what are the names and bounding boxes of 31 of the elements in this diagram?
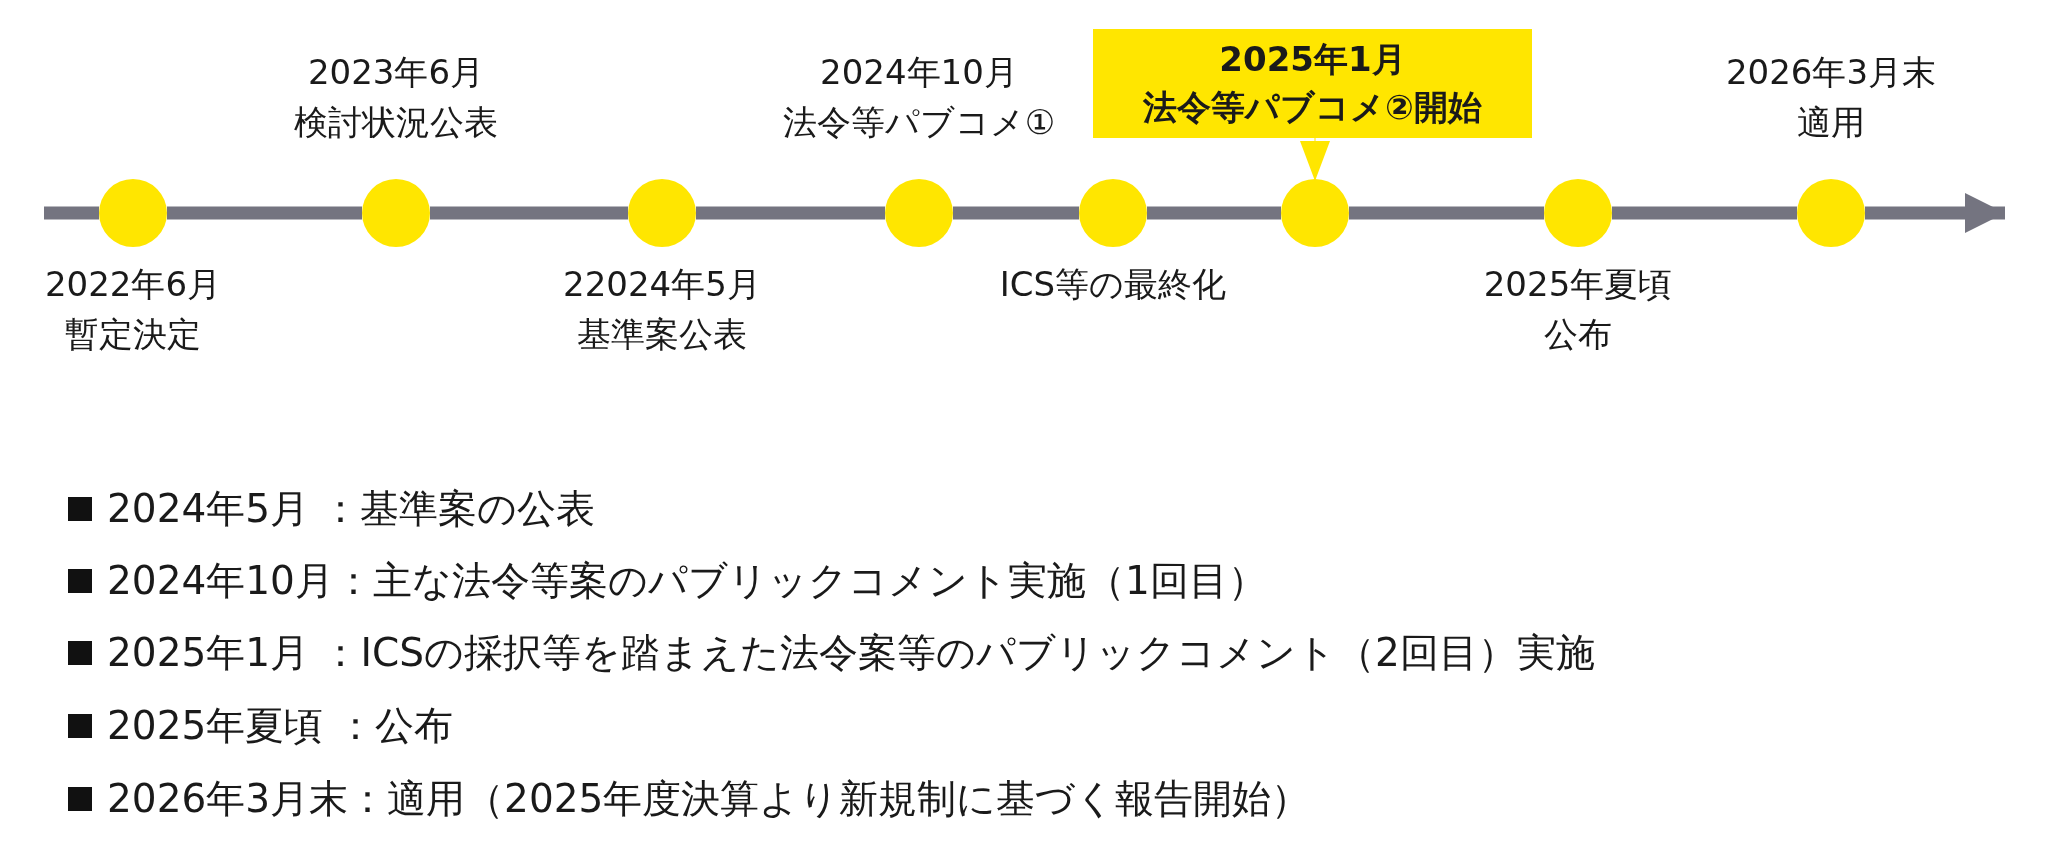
timeline-line bbox=[1349, 206, 1544, 220]
event-label: 検討状況公表 bbox=[293, 101, 499, 144]
event-label: ICS等の最終化 bbox=[998, 263, 1228, 306]
list-item-text: 2024年5月 ：基準案の公表 bbox=[107, 485, 596, 533]
event-label: 公布 bbox=[1543, 313, 1613, 356]
date-label: 2023年6月 bbox=[306, 51, 486, 94]
list-item-text: 2024年10月：主な法令等案のパブリックコメント実施（1回目） bbox=[107, 557, 1267, 605]
timeline-line bbox=[1612, 206, 1797, 220]
list-item-text: 2025年夏頃 ：公布 bbox=[107, 702, 453, 750]
timeline-line bbox=[696, 206, 885, 220]
timeline-line bbox=[430, 206, 628, 220]
date-label: 2024年10月 bbox=[819, 51, 1019, 94]
callout-text: 法令等パブコメ②開始 bbox=[1142, 86, 1483, 129]
timeline-line bbox=[167, 206, 362, 220]
timeline-line bbox=[44, 206, 99, 220]
date-label: 2026年3月末 bbox=[1724, 51, 1938, 94]
callout-pointer bbox=[1300, 137, 1330, 182]
event-label: 法令等パブコメ① bbox=[781, 101, 1057, 144]
callout-box bbox=[1093, 29, 1532, 138]
list-item-text: 2025年1月 ：ICSの採択等を踏まえた法令案等のパブリックコメント（2回目）実施 bbox=[107, 629, 1595, 677]
date-label: 22024年5月 bbox=[562, 263, 762, 306]
timeline-arrow bbox=[1865, 193, 2005, 233]
date-label: 2025年夏頃 bbox=[1482, 263, 1674, 306]
timeline-line bbox=[953, 206, 1079, 220]
callout-date: 2025年1月 bbox=[1218, 38, 1407, 81]
date-label: 2022年6月 bbox=[43, 263, 223, 306]
event-label: 暫定決定 bbox=[64, 313, 202, 356]
list-item-text: 2026年3月末：適用（2025年度決算より新規制に基づく報告開始） bbox=[107, 775, 1311, 823]
timeline-line bbox=[1147, 206, 1281, 220]
event-label: 適用 bbox=[1796, 101, 1866, 144]
event-label: 基準案公表 bbox=[576, 313, 748, 356]
